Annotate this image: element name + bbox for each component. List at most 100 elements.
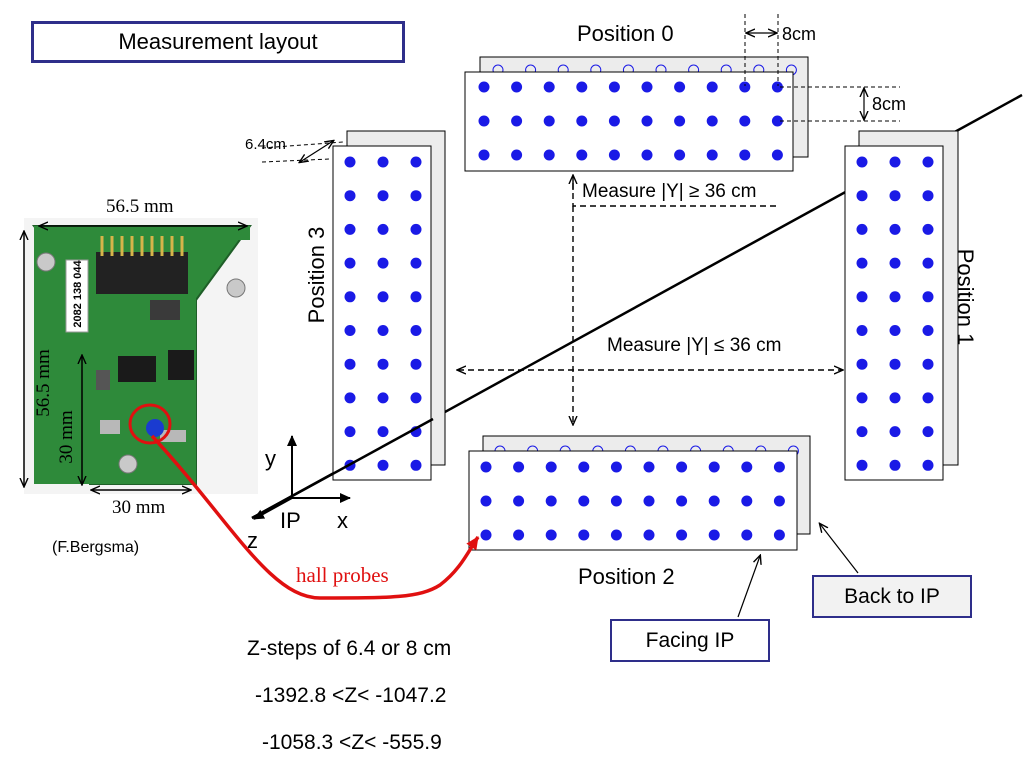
board-credit: (F.Bergsma)	[52, 539, 140, 556]
back-to-ip-label: Back to IP	[844, 584, 940, 608]
hall-probe-dot	[676, 461, 688, 473]
axis-y-label: y	[265, 446, 276, 471]
hall-probe-dot	[771, 115, 783, 127]
hall-probe-dot	[643, 529, 655, 541]
hall-probe-dot	[377, 223, 389, 235]
hall-probe-dot	[676, 495, 688, 507]
hall-probe-dot	[856, 459, 868, 471]
position-1-label: Position 1	[953, 248, 978, 346]
hall-probe-dot	[480, 461, 492, 473]
hall-probe-dot	[708, 529, 720, 541]
hall-probe-dot	[771, 149, 783, 161]
hall-probe-dot	[344, 291, 356, 303]
panel-2-probes	[480, 461, 785, 541]
hall-probe-dot	[410, 358, 422, 370]
hall-probe-dot	[856, 190, 868, 202]
hall-probe-dot	[856, 392, 868, 404]
hall-probe-dot	[608, 149, 620, 161]
hall-probe-dot	[889, 459, 901, 471]
zsteps-line-1: Z-steps of 6.4 or 8 cm	[247, 637, 452, 660]
hall-probe-dot	[856, 426, 868, 438]
position-2-label: Position 2	[578, 564, 675, 589]
hall-probe-dot	[610, 529, 622, 541]
hall-probe-dot	[578, 529, 590, 541]
hall-probe-dot	[773, 529, 785, 541]
hall-probe-dot	[578, 495, 590, 507]
hall-probe-dot	[410, 291, 422, 303]
hall-probe-dot	[377, 190, 389, 202]
hall-probe-dot	[410, 190, 422, 202]
hall-probe-dot	[344, 257, 356, 269]
hall-probe-dot	[410, 156, 422, 168]
hall-probe-dot	[706, 149, 718, 161]
hall-probe-dot	[674, 81, 686, 93]
hall-probe-dot	[478, 81, 490, 93]
hall-probe-dot	[545, 495, 557, 507]
hall-probe-dot	[739, 149, 751, 161]
hall-probe-dot	[741, 529, 753, 541]
hall-probe-dot	[344, 156, 356, 168]
panel-3-probes	[344, 156, 422, 471]
ip-label: IP	[280, 508, 301, 533]
hall-probe-dot	[706, 81, 718, 93]
hall-probe-dot	[377, 291, 389, 303]
panel-0-back-dots	[492, 64, 797, 76]
hall-probe-dot	[856, 156, 868, 168]
hall-probe-dot	[410, 223, 422, 235]
position-3-label: Position 3	[304, 226, 329, 324]
panel-position-0	[464, 56, 809, 172]
hall-probes-label: hall probes	[296, 563, 389, 587]
hall-probe-dot	[410, 392, 422, 404]
hall-probe-dot	[543, 81, 555, 93]
zsteps-line-2: -1392.8 <Z< -1047.2	[255, 684, 447, 707]
hall-probe-dot	[922, 426, 934, 438]
measure-upper-label: Measure |Y| ≥ 36 cm	[582, 181, 757, 202]
hall-probe-dot	[576, 81, 588, 93]
hall-probe-dot	[511, 115, 523, 127]
hall-probe-dot	[377, 358, 389, 370]
spacing-z-label: 6.4cm	[245, 136, 286, 153]
hall-probe-dot	[545, 461, 557, 473]
hall-probe-board-photo	[24, 218, 258, 494]
hall-probe-dot	[643, 495, 655, 507]
hall-probe-dot	[889, 358, 901, 370]
hall-probe-dot	[708, 495, 720, 507]
page-title: Measurement layout	[118, 29, 318, 54]
hall-probe-dot	[889, 156, 901, 168]
back-to-ip-box: Back to IP	[812, 575, 972, 618]
hall-probe-dot	[889, 325, 901, 336]
measure-lower-label: Measure |Y| ≤ 36 cm	[607, 335, 782, 356]
hall-probe-dot	[344, 223, 356, 235]
hall-probe-dot	[344, 392, 356, 404]
hall-probe-dot	[480, 495, 492, 507]
hall-probe-dot	[610, 461, 622, 473]
hall-probe-dot	[889, 190, 901, 202]
position-0-label: Position 0	[577, 21, 674, 46]
hall-probe-dot	[608, 81, 620, 93]
hall-probe-dot	[377, 257, 389, 269]
hall-probe-dot	[377, 156, 389, 168]
hall-probe-dot	[480, 529, 492, 541]
spacing-y-label: 8cm	[872, 94, 907, 114]
hall-probe-dot	[344, 190, 356, 202]
hall-probe-dot	[674, 115, 686, 127]
hall-probe-dot	[771, 81, 783, 93]
hall-probe-dot	[344, 426, 356, 438]
hall-probe-dot	[922, 459, 934, 471]
hall-probe-dot	[377, 426, 389, 438]
hall-probe-dot	[410, 257, 422, 269]
hall-probe-dot	[377, 459, 389, 471]
hall-probe-dot	[739, 115, 751, 127]
hall-probe-dot	[856, 257, 868, 269]
hall-probe-dot	[741, 461, 753, 473]
hall-probe-dot	[511, 81, 523, 93]
hall-probe-dot	[889, 426, 901, 438]
hall-probe-dot	[676, 529, 688, 541]
board-width-bottom: 30 mm	[112, 497, 166, 518]
hall-probe-dot	[856, 325, 868, 336]
hall-probe-dot	[856, 223, 868, 235]
panel-position-1	[844, 130, 959, 481]
hall-probe-dot	[344, 325, 356, 336]
hall-probe-dot	[922, 358, 934, 370]
